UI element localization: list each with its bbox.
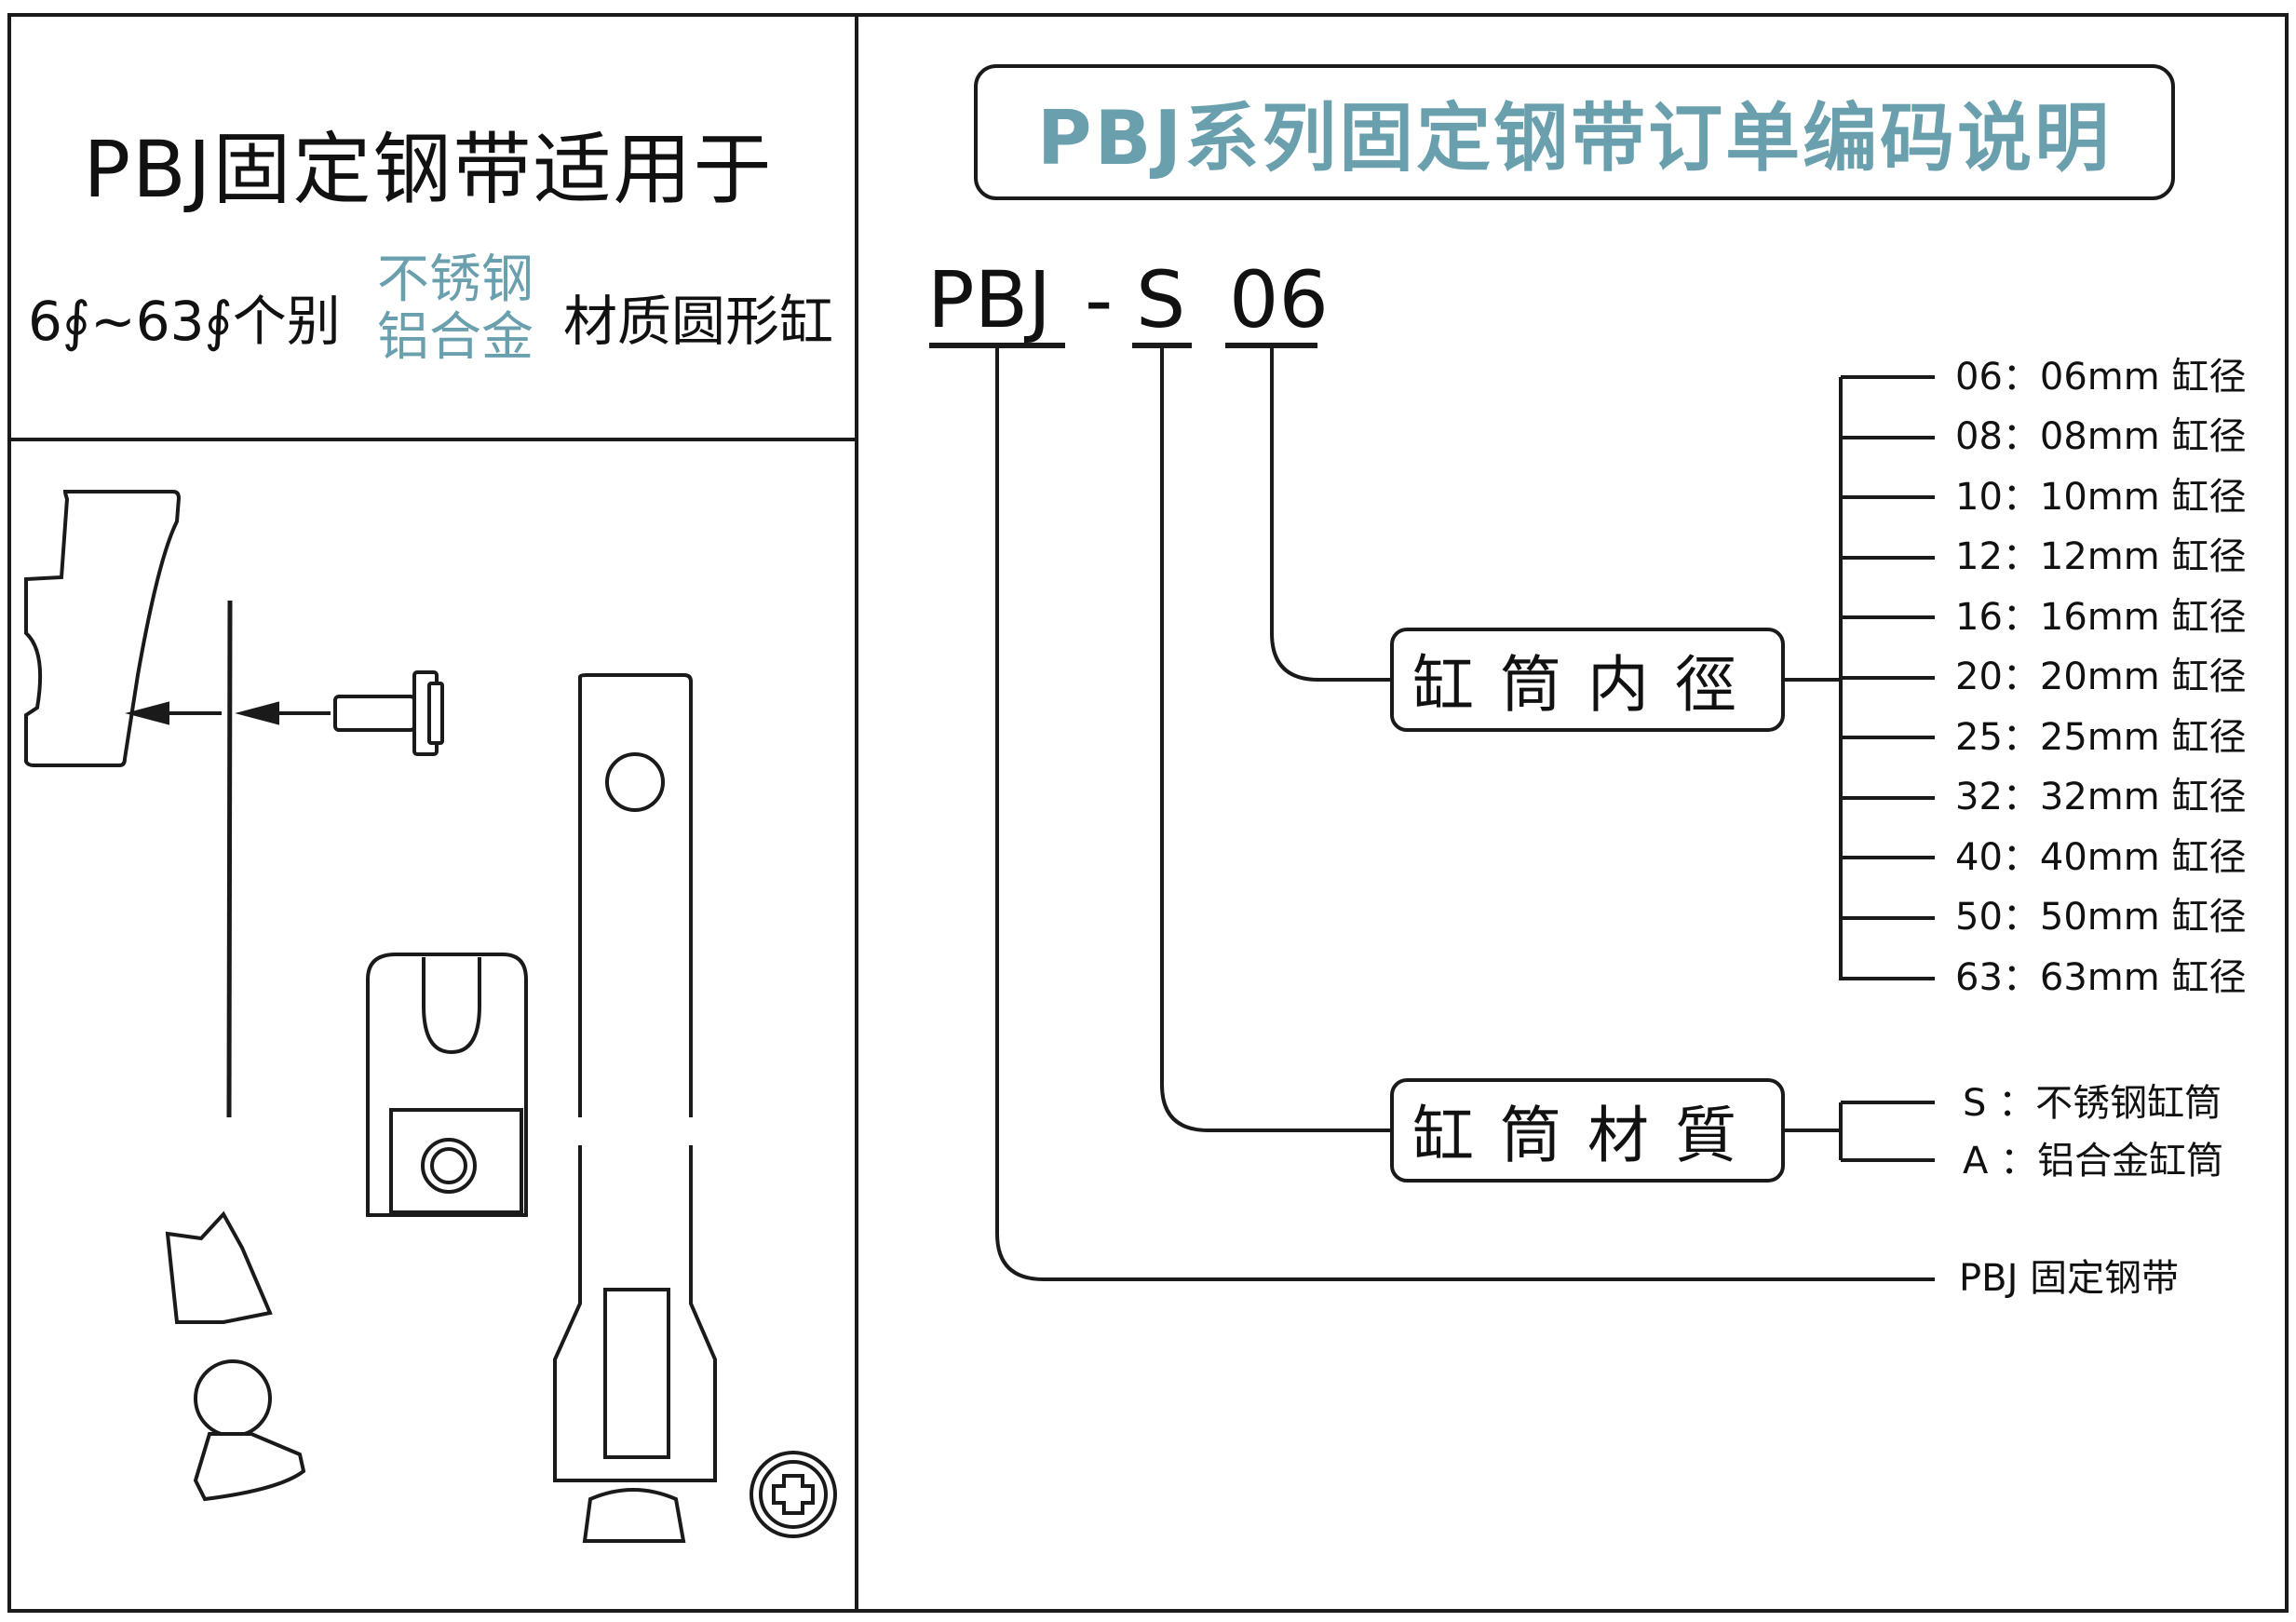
bore-option-25: 25：25mm 缸径 [1955, 716, 2247, 759]
main-title: PBJ系列固定钢带订单编码说明 [974, 64, 2175, 200]
code-part-pbj: PBJ [927, 254, 1052, 345]
bore-option-08: 08：08mm 缸径 [1955, 415, 2247, 458]
fit-range: 6∮~63∮个别 [28, 290, 341, 353]
bore-option-63: 63：63mm 缸径 [1955, 956, 2247, 999]
bore-box: 缸筒内徑 [1390, 628, 1785, 732]
connector-material [1160, 345, 1390, 1132]
connector-bore [1270, 345, 1390, 682]
code-part-s: S [1136, 254, 1186, 345]
fit-row: 6∮~63∮个别 不锈钢 铝合金 材质圆形缸 [28, 251, 847, 372]
connector-pbj [995, 345, 1935, 1281]
bore-bracket-ticks [1841, 375, 1935, 980]
pbj-label: PBJ 固定钢带 [1959, 1257, 2180, 1300]
bore-option-50: 50：50mm 缸径 [1955, 896, 2247, 939]
cylinder-profile [24, 490, 182, 767]
screw-thread [333, 695, 416, 732]
left-header-divider [7, 438, 858, 441]
bore-option-12: 12：12mm 缸径 [1955, 535, 2247, 578]
vertical-strap [578, 673, 693, 1117]
material-option-a: A ：铝合金缸筒 [1963, 1140, 2224, 1183]
outer-frame [7, 13, 2289, 1613]
material-option-s: S ：不锈钢缸筒 [1963, 1082, 2222, 1125]
left-title: PBJ固定钢带适用于 [83, 124, 774, 215]
bore-option-06: 06：06mm 缸径 [1955, 356, 2247, 399]
code-part-06: 06 [1229, 254, 1329, 345]
bore-option-16: 16：16mm 缸径 [1955, 596, 2247, 639]
material-box: 缸筒材質 [1390, 1078, 1785, 1183]
code-dash: - [1085, 254, 1114, 345]
bore-option-40: 40：40mm 缸径 [1955, 836, 2247, 879]
material-aluminum: 铝合金 [377, 307, 533, 368]
bore-option-10: 10：10mm 缸径 [1955, 476, 2247, 519]
bore-option-20: 20：20mm 缸径 [1955, 656, 2247, 698]
fit-materials: 不锈钢 铝合金 [377, 251, 533, 367]
left-panel-divider [855, 13, 858, 1613]
fit-suffix: 材质圆形缸 [563, 290, 834, 353]
material-stainless: 不锈钢 [377, 250, 533, 310]
bore-option-32: 32：32mm 缸径 [1955, 776, 2247, 818]
assembly-illustration [24, 490, 837, 1543]
